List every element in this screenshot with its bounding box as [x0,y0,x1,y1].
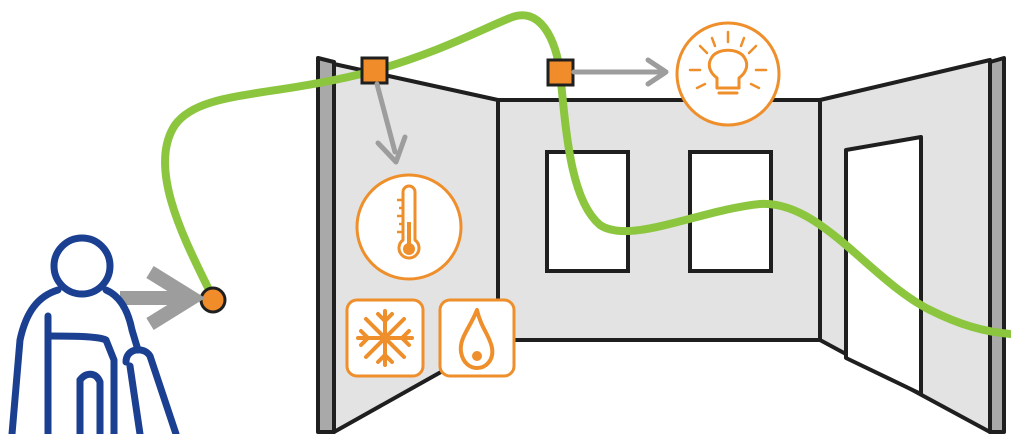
door [844,135,923,396]
sensor-node-left [360,56,389,85]
arrow-from-person-head [146,266,206,330]
arrow-to-thermometer [374,81,398,155]
left-wall-post [316,56,336,434]
flame-icon [438,298,516,378]
light-bulb-icon [675,21,781,127]
user-connection-node [199,286,227,314]
thermometer-icon [355,173,463,281]
arrow-to-light-head [645,57,669,87]
arrows [120,57,669,330]
arrow-to-thermometer-head [375,134,408,165]
sensor-node-right [546,58,575,87]
right-wall-post [988,56,1006,434]
elderly-person-icon [8,234,180,434]
snowflake-icon [345,298,425,378]
